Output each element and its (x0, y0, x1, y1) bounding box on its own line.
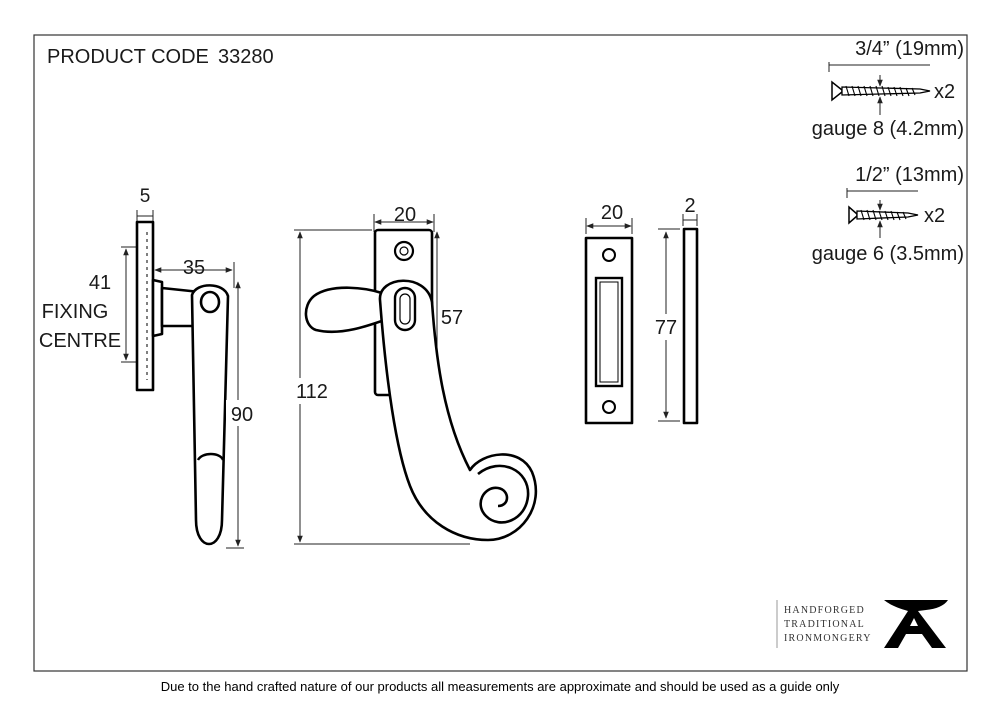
keep-width-label: 20 (601, 202, 623, 224)
fixing-centre-label-1: FIXING (42, 301, 109, 323)
keep-screw-hole-bottom (602, 400, 616, 414)
screw-1-shank (841, 86, 931, 96)
fixing-centre-value: 41 (89, 272, 111, 294)
front-handle-monkeytail (378, 279, 538, 542)
keep-side-profile (682, 227, 699, 425)
side-projection-label: 35 (183, 257, 205, 279)
screw-spec-19mm: 3/4” (19mm) x2 gauge 8 (4.2mm) (812, 38, 964, 140)
front-plate-height-label: 57 (441, 307, 463, 329)
product-code-label: PRODUCT CODE (47, 46, 209, 68)
front-view: 20 112 57 (290, 204, 538, 545)
screw-2-shank (856, 210, 919, 220)
keep-view: 20 77 2 (584, 195, 699, 425)
screw-2-qty: x2 (924, 205, 945, 227)
side-depth-label: 5 (140, 186, 151, 207)
anvil-logo-icon (884, 600, 948, 648)
side-handle-length-label: 90 (231, 404, 253, 426)
screw-spec-13mm: 1/2” (13mm) x2 gauge 6 (3.5mm) (812, 164, 964, 265)
side-pivot (199, 290, 221, 314)
brand-block: HANDFORGED TRADITIONAL IRONMONGERY (776, 600, 948, 648)
front-overall-height-label: 112 (296, 381, 328, 403)
keep-screw-hole-top (602, 248, 616, 262)
side-view: 5 41 FIXING CENTRE 35 90 (39, 186, 256, 549)
front-plate-width-label: 20 (394, 204, 416, 226)
product-code-value: 33280 (218, 46, 274, 68)
screw-2-gauge: gauge 6 (3.5mm) (812, 243, 964, 265)
side-backplate (135, 220, 155, 392)
brand-line-3: IRONMONGERY (784, 633, 872, 644)
front-lever-tail (304, 286, 392, 334)
disclaimer-footer: Due to the hand crafted nature of our pr… (160, 679, 840, 694)
screw-1-gauge: gauge 8 (4.2mm) (812, 118, 964, 140)
keep-height-label: 77 (655, 317, 677, 339)
screw-1-length: 3/4” (19mm) (855, 38, 964, 60)
screw-1-head (831, 80, 843, 102)
front-scroll-curl (477, 464, 530, 524)
fixing-centre-label-2: CENTRE (39, 330, 121, 352)
screw-1-thread (845, 85, 916, 97)
keep-thickness-label: 2 (684, 195, 695, 217)
drawing-frame (33, 34, 968, 672)
brand-line-1: HANDFORGED (784, 605, 865, 616)
screw-2-length: 1/2” (13mm) (855, 164, 964, 186)
screw-2-thread (860, 209, 907, 221)
side-boss (151, 278, 164, 338)
screw-1-qty: x2 (934, 81, 955, 103)
brand-line-2: TRADITIONAL (784, 619, 865, 630)
screw-2-head (848, 205, 858, 225)
side-handle (190, 284, 230, 546)
